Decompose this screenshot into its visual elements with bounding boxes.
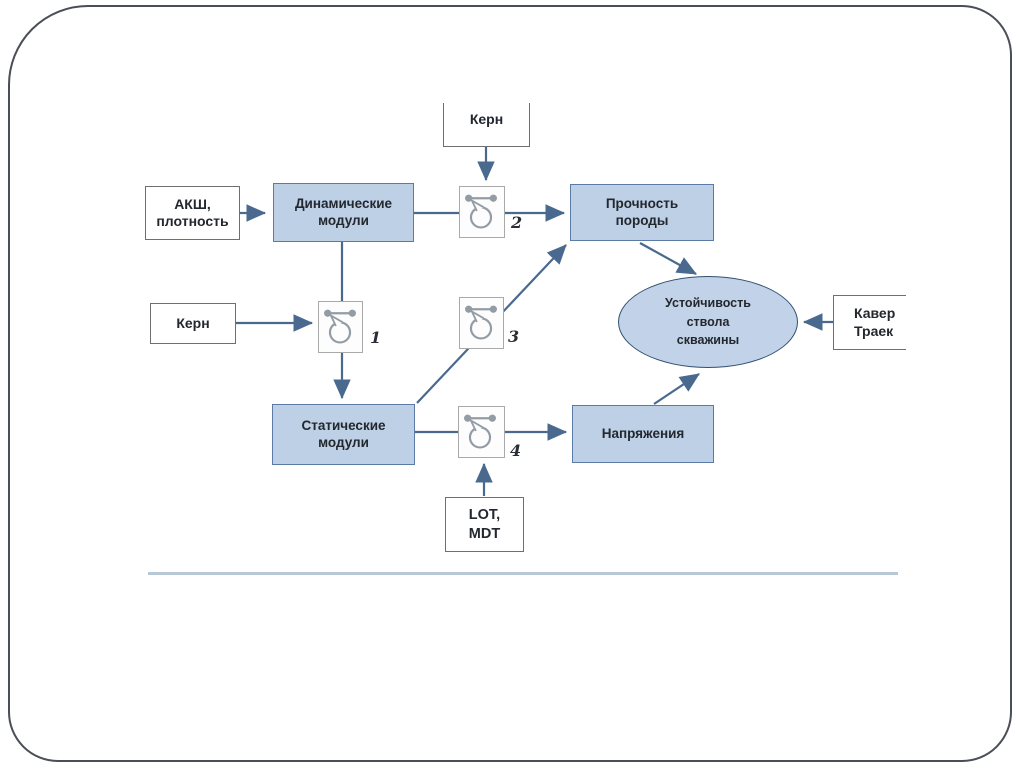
gauge-icon bbox=[465, 194, 497, 229]
workflow-diagram: Керн АКШ, плотность Динамические модули … bbox=[140, 103, 906, 585]
box-static-moduli: Статические модули bbox=[272, 404, 415, 465]
gauge-icon bbox=[464, 414, 496, 449]
box-strength-line1: Прочность bbox=[605, 195, 679, 211]
box-kern-top-label: Керн bbox=[469, 111, 504, 128]
box-kern-top: Керн bbox=[443, 103, 530, 147]
arrow-stress-to-ellipse bbox=[653, 373, 700, 405]
box-caliper-trajectory: Кавер Траек bbox=[833, 295, 906, 350]
transform-icon-1 bbox=[318, 301, 363, 353]
box-kern-left-label: Керн bbox=[176, 314, 210, 331]
box-aksh-line1: АКШ, bbox=[174, 195, 211, 212]
box-aksh-line2: плотность bbox=[156, 213, 229, 229]
box-dynamic-line1: Динамические bbox=[294, 195, 393, 211]
box-lot-line2: MDT bbox=[468, 525, 501, 542]
gauge-icon bbox=[324, 309, 356, 344]
box-aksh-density: АКШ, плотность bbox=[145, 186, 240, 240]
bottom-divider-line bbox=[148, 572, 898, 575]
box-kern-left: Керн bbox=[150, 303, 236, 344]
box-strength-line2: породы bbox=[615, 212, 669, 228]
transform-icon-4 bbox=[458, 406, 505, 458]
box-static-line2: модули bbox=[318, 434, 369, 450]
step-number-4: 4 bbox=[510, 441, 522, 460]
ellipse-line3: скважины bbox=[676, 333, 740, 348]
transform-icon-3 bbox=[459, 297, 504, 349]
ellipse-wellbore-stability: Устойчивость ствола скважины bbox=[618, 276, 798, 368]
ellipse-line1: Устойчивость bbox=[665, 295, 751, 310]
box-lot-line1: LOT, bbox=[468, 507, 501, 524]
step-number-3: 3 bbox=[508, 327, 520, 346]
box-lot-mdt: LOT, MDT bbox=[445, 497, 524, 552]
box-static-line1: Статические bbox=[301, 417, 386, 433]
box-rock-strength: Прочность породы bbox=[570, 184, 714, 241]
box-stress-label: Напряжения bbox=[601, 425, 685, 441]
gauge-icon bbox=[465, 305, 497, 340]
ellipse-line2: ствола bbox=[686, 314, 730, 329]
box-kaver-line1: Кавер bbox=[854, 305, 896, 321]
box-stresses: Напряжения bbox=[572, 405, 714, 463]
arrow-strength-to-ellipse bbox=[639, 242, 697, 275]
box-dynamic-moduli: Динамические модули bbox=[273, 183, 414, 242]
step-number-2: 2 bbox=[511, 213, 523, 232]
step-number-1: 1 bbox=[370, 328, 382, 347]
box-dynamic-line2: модули bbox=[318, 212, 369, 228]
transform-icon-2 bbox=[459, 186, 505, 238]
box-kaver-line2: Траек bbox=[854, 322, 894, 339]
